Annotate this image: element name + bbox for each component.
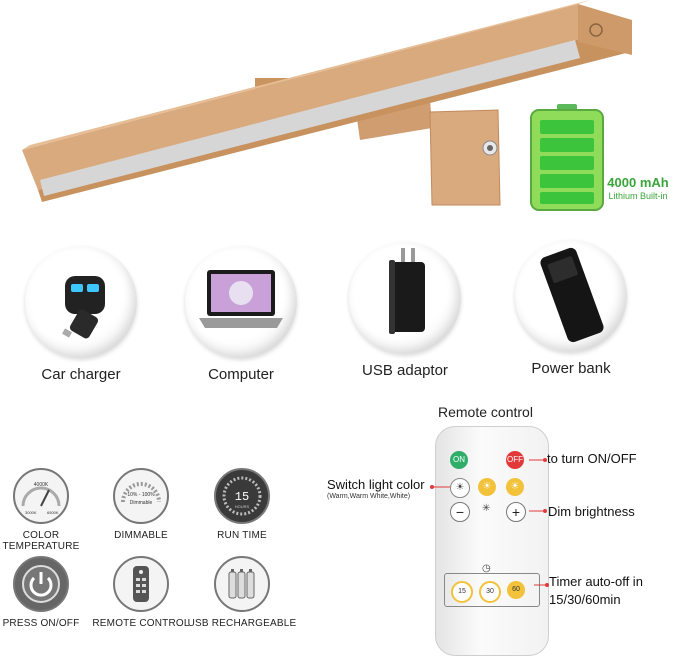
remote-warm-light-button[interactable]: ☀ [506, 478, 524, 496]
remote-title: Remote control [438, 404, 533, 420]
power-source-power-bank: Power bank [506, 240, 636, 377]
remote-dim-down-button[interactable]: − [450, 502, 470, 522]
power-source-label: Computer [208, 366, 274, 383]
feature-label: REMOTE CONTROL [92, 618, 190, 629]
car-charger-icon [62, 276, 105, 339]
feature-dimmable: 10% - 100% Dimmable DIMMABLE [86, 468, 196, 541]
feature-label: PRESS ON/OFF [2, 618, 80, 629]
brightness-icon: ✳ [482, 503, 491, 514]
battery-cells-icon [228, 569, 255, 599]
timer-group [444, 573, 540, 607]
battery-capacity: 4000 mAh [607, 175, 669, 190]
power-source-computer: Computer [176, 246, 306, 383]
battery-info: 4000 mAh Lithium Built-in [598, 175, 678, 201]
battery-icon [530, 104, 604, 211]
lamp-illustration [22, 0, 632, 211]
svg-text:4000K: 4000K [34, 482, 49, 488]
svg-text:HOURS: HOURS [235, 504, 250, 509]
feature-label: USB RECHARGEABLE [187, 618, 297, 629]
usb-adaptor-icon [389, 248, 425, 334]
dimmable-icon: 10% - 100% Dimmable [121, 482, 161, 506]
svg-text:10% - 100%: 10% - 100% [127, 492, 155, 498]
feature-run-time: 15 HOURS RUN TIME [187, 468, 297, 541]
lamp-power-icon [589, 23, 603, 37]
color-temperature-icon: 4000K 3000K 6500K [21, 482, 61, 515]
remote-timer-30-button[interactable]: 30 [479, 581, 501, 603]
feature-press-on-off: PRESS ON/OFF [0, 556, 96, 629]
remote-timer-60-button[interactable]: 60 [507, 581, 525, 599]
callout-dim: Dim brightness [548, 504, 635, 519]
callout-timer-line1: Timer auto-off in [549, 574, 643, 589]
callout-timer-line2: 15/30/60min [549, 592, 621, 607]
svg-text:3000K: 3000K [25, 510, 37, 515]
power-source-label: USB adaptor [362, 362, 448, 379]
feature-color-temperature: 4000K 3000K 6500K COLOR TEMPERATURE [0, 468, 96, 552]
feature-usb-rechargeable: USB RECHARGEABLE [187, 556, 297, 629]
callout-switch-color-sub: (Warm,Warm White,White) [327, 493, 411, 500]
feature-label: RUN TIME [217, 530, 267, 541]
run-time-icon: 15 HOURS [222, 476, 262, 516]
remote-warm-white-button[interactable]: ☀ [478, 478, 496, 496]
power-icon [22, 565, 60, 603]
remote-cool-light-button[interactable]: ☀ [450, 478, 470, 498]
power-bank-icon [540, 247, 604, 343]
power-source-label: Power bank [531, 360, 611, 377]
svg-text:Dimmable: Dimmable [130, 500, 153, 506]
callout-on-off: to turn ON/OFF [547, 451, 637, 466]
feature-label: DIMMABLE [114, 530, 168, 541]
laptop-icon [199, 270, 283, 328]
timer-clock-icon: ◷ [482, 563, 491, 574]
remote-off-button[interactable]: OFF [506, 451, 524, 469]
remote-on-button[interactable]: ON [450, 451, 468, 469]
remote-control: ON OFF ☀ ☀ ☀ − ✳ + ◷ 15 30 60 [435, 426, 549, 656]
svg-text:15: 15 [235, 490, 249, 504]
remote-dim-up-button[interactable]: + [506, 502, 526, 522]
svg-text:6500K: 6500K [47, 510, 59, 515]
callout-switch-color: Switch light color [327, 477, 425, 492]
power-source-label: Car charger [41, 366, 121, 383]
battery-type: Lithium Built-in [608, 191, 668, 201]
feature-label: COLOR TEMPERATURE [2, 530, 80, 552]
power-source-car-charger: Car charger [16, 246, 146, 383]
remote-icon [133, 566, 149, 602]
feature-remote-control: REMOTE CONTROL [86, 556, 196, 629]
power-source-usb-adaptor: USB adaptor [340, 242, 470, 379]
remote-timer-15-button[interactable]: 15 [451, 581, 473, 603]
